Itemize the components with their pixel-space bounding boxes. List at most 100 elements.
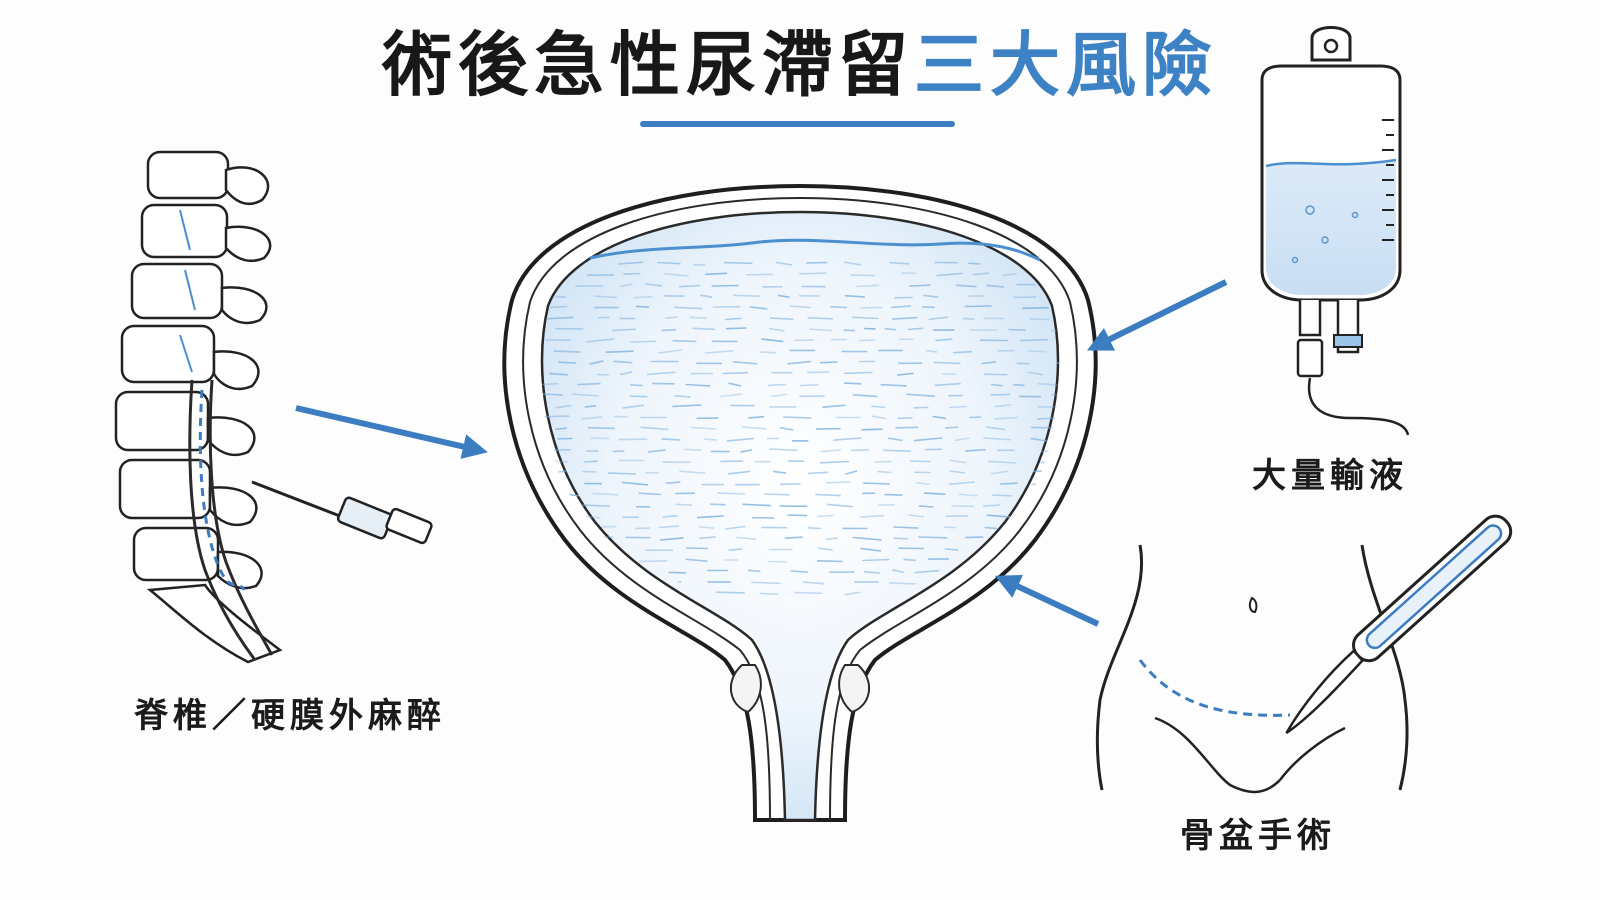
urine-texture-stroke xyxy=(617,261,644,265)
urine-texture-stroke xyxy=(1027,349,1047,353)
title-accent: 三大風險 xyxy=(914,24,1218,106)
urine-texture-stroke xyxy=(618,438,648,441)
urine-texture-stroke xyxy=(864,570,880,574)
urine-texture-stroke xyxy=(722,371,749,375)
urine-texture-stroke xyxy=(740,449,753,453)
vertebra xyxy=(114,390,210,452)
urine-texture-stroke xyxy=(715,591,745,594)
urine-texture-stroke xyxy=(844,591,861,596)
label-surgery: 骨盆手術 xyxy=(1180,816,1336,856)
spinous-process xyxy=(212,350,260,391)
urine-texture-stroke xyxy=(826,481,851,484)
urine-texture-stroke xyxy=(820,449,842,453)
spinal-canal xyxy=(188,379,257,661)
urine-texture-stroke xyxy=(858,339,876,342)
title-underline xyxy=(640,121,955,127)
urine-texture-stroke xyxy=(555,427,568,431)
urine-texture-stroke xyxy=(986,284,1005,288)
urine-texture-stroke xyxy=(607,472,637,475)
urine-texture-stroke xyxy=(918,505,934,508)
urine-texture-stroke xyxy=(1037,382,1059,387)
urine-texture-stroke xyxy=(777,294,790,299)
urine-texture-stroke xyxy=(771,393,788,398)
urine-texture-stroke xyxy=(772,470,787,474)
urine-texture-stroke xyxy=(542,393,564,396)
iv-bag-fluid xyxy=(1266,160,1396,295)
pelvic-surgery-illustration xyxy=(1095,514,1513,794)
urine-texture-stroke xyxy=(798,272,827,275)
urine-texture-stroke xyxy=(664,316,678,319)
arrow-surgery xyxy=(994,574,1100,627)
urine-texture-stroke xyxy=(736,536,757,541)
urine-texture-stroke xyxy=(583,460,599,463)
urine-texture-stroke xyxy=(908,514,925,518)
urine-texture-stroke xyxy=(913,406,929,409)
iv-port-clamp xyxy=(1333,334,1363,348)
urine-texture-stroke xyxy=(982,437,1012,441)
urine-texture-stroke xyxy=(833,437,862,441)
urine-texture-stroke xyxy=(987,460,1017,464)
urine-texture-stroke xyxy=(789,305,811,309)
urine-texture-stroke xyxy=(769,317,794,321)
urine-texture-stroke xyxy=(632,295,653,299)
urine-texture-stroke xyxy=(749,306,768,310)
urine-texture-stroke xyxy=(709,503,726,506)
urine-texture-stroke xyxy=(725,525,746,530)
urine-texture-stroke xyxy=(741,426,767,430)
urine-texture-stroke xyxy=(640,426,669,431)
urine-texture-stroke xyxy=(619,283,633,288)
urine-texture-stroke xyxy=(742,503,771,507)
urine-texture-stroke xyxy=(856,284,880,288)
urine-texture-stroke xyxy=(638,492,662,496)
urine-texture-stroke xyxy=(892,537,909,540)
groin-line xyxy=(1154,716,1281,794)
iv-bag-bubbles xyxy=(1291,205,1359,264)
urine-texture-stroke xyxy=(986,426,1006,431)
epidural-catheter xyxy=(198,389,246,591)
urine-texture-stroke xyxy=(1008,328,1026,332)
urine-texture-stroke xyxy=(1012,383,1025,387)
navel xyxy=(1248,596,1258,614)
prostate-lobe-right xyxy=(838,664,871,714)
urine-texture-stroke xyxy=(954,437,970,442)
title-main: 術後急性尿滯留 xyxy=(382,24,914,106)
urine-texture-stroke xyxy=(690,426,717,430)
urine-texture-stroke xyxy=(674,394,691,398)
urine-texture-stroke xyxy=(887,437,903,442)
urine-texture-stroke xyxy=(917,536,948,539)
urine-texture-stroke xyxy=(1030,437,1047,442)
urine-texture-stroke xyxy=(683,448,702,452)
urine-texture-stroke xyxy=(850,448,870,452)
spinous-process xyxy=(206,416,256,457)
urine-texture-stroke xyxy=(784,536,803,539)
label-anesthesia: 脊椎／硬膜外麻醉 xyxy=(134,696,446,736)
urine-texture-stroke xyxy=(888,582,917,585)
urine-texture-stroke xyxy=(790,570,809,573)
urine-texture-stroke xyxy=(692,327,716,331)
urine-texture-stroke xyxy=(571,393,600,397)
urine-texture-stroke xyxy=(883,449,912,453)
urine-texture-stroke xyxy=(594,295,618,299)
urine-texture-stroke xyxy=(661,328,677,332)
scalpel-blade xyxy=(1285,649,1365,735)
needle-shaft xyxy=(251,480,346,520)
vertebra xyxy=(118,458,212,520)
urine-texture-stroke xyxy=(657,349,683,354)
urine-texture-stroke xyxy=(622,404,645,409)
urine-texture-stroke xyxy=(807,471,829,475)
urine-texture-stroke xyxy=(951,505,975,508)
torso-outline-left xyxy=(1095,544,1143,791)
urine-texture-stroke xyxy=(728,548,743,552)
bladder-illustration xyxy=(502,183,1098,822)
iv-tubing xyxy=(1307,377,1410,436)
urine-texture-stroke xyxy=(932,415,947,420)
urine-texture-stroke xyxy=(923,294,939,299)
urine-texture-stroke xyxy=(661,438,681,441)
urine-texture-stroke xyxy=(768,327,785,332)
urine-texture-stroke xyxy=(629,340,657,343)
urine-texture-stroke xyxy=(689,316,708,319)
urine-texture-stroke xyxy=(807,316,834,320)
urine-texture-stroke xyxy=(860,306,883,309)
urine-texture-stroke xyxy=(551,593,570,596)
urine-texture-stroke xyxy=(1050,527,1059,530)
